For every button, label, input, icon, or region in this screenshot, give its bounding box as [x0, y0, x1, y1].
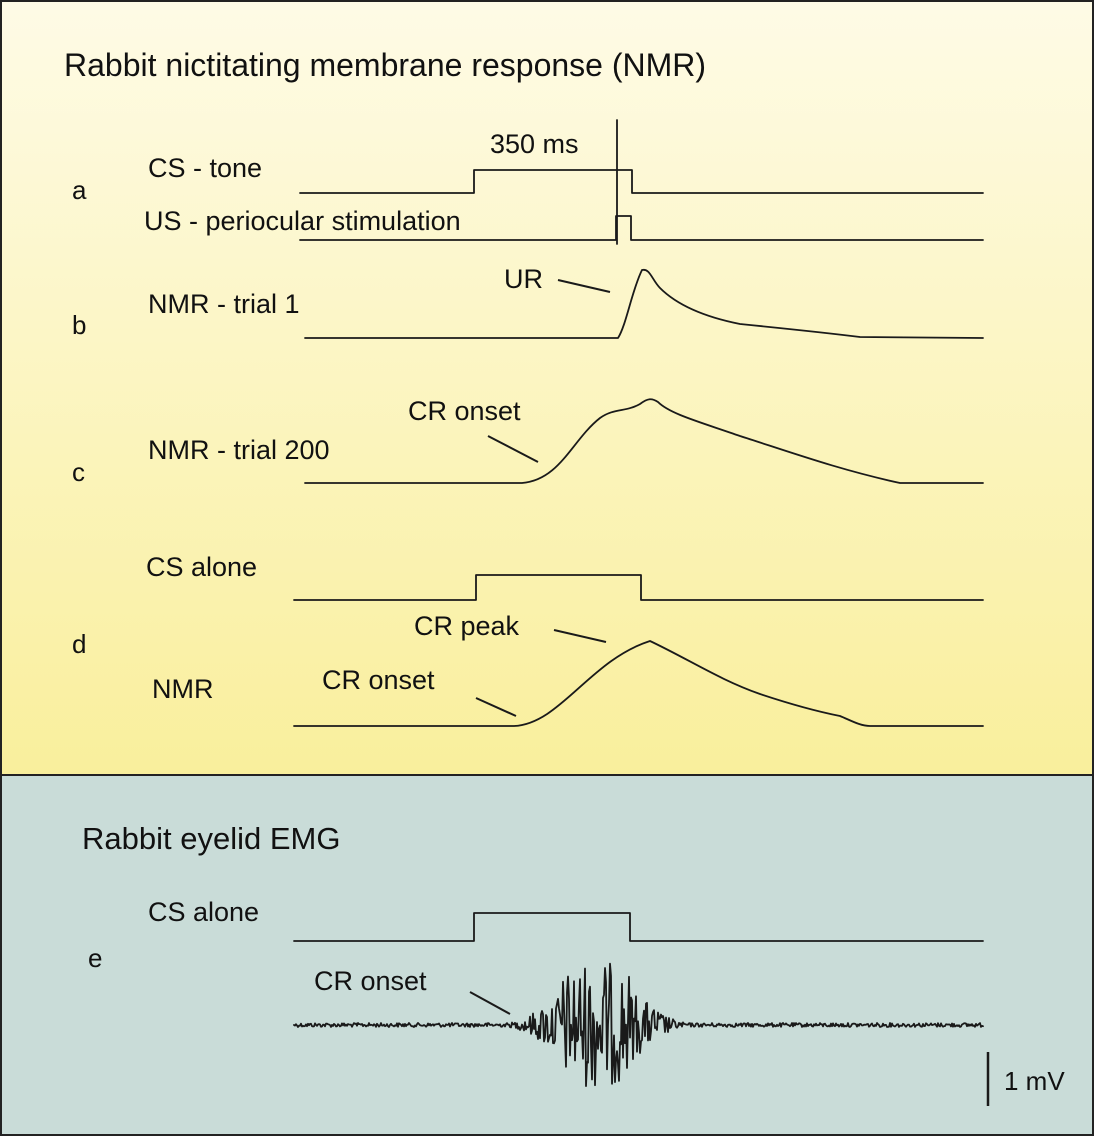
cr-onset-leader-d — [475, 697, 517, 717]
row-letter-b: b — [72, 310, 86, 340]
cr-onset-annotation-e: CR onset — [314, 966, 427, 996]
cs-tone-label: CS - tone — [148, 153, 262, 183]
emg-panel-title: Rabbit eyelid EMG — [82, 821, 340, 856]
nmr-trial1-trace — [304, 268, 984, 339]
cs-alone-label-d: CS alone — [146, 552, 257, 582]
row-letter-d: d — [72, 629, 86, 659]
row-letter-a: a — [72, 175, 87, 205]
nmr-label-d: NMR — [152, 674, 214, 704]
cs-alone-trace-d — [293, 574, 984, 601]
nmr-cs-alone-trace — [293, 640, 984, 727]
emg-trace — [293, 962, 984, 1087]
cr-onset-annotation-d: CR onset — [322, 665, 435, 695]
emg-panel — [0, 774, 1094, 1136]
nmr-panel-title: Rabbit nictitating membrane response (NM… — [64, 47, 706, 83]
us-stim-label: US - periocular stimulation — [144, 206, 461, 236]
cr-onset-annotation-c: CR onset — [408, 396, 521, 426]
cr-onset-leader-c — [487, 435, 539, 463]
row-letter-c: c — [72, 457, 85, 487]
row-letter-e: e — [88, 943, 102, 973]
interval-label: 350 ms — [490, 129, 579, 159]
scale-bar-label: 1 mV — [1004, 1066, 1065, 1096]
cr-onset-leader-e — [469, 991, 511, 1015]
nmr-panel — [0, 0, 1094, 776]
cs-alone-label-e: CS alone — [148, 897, 259, 927]
nmr-trial1-label: NMR - trial 1 — [148, 289, 300, 319]
ur-annotation: UR — [504, 264, 543, 294]
us-stim-trace — [299, 215, 984, 241]
cs-alone-trace-e — [293, 912, 984, 942]
nmr-trial200-label: NMR - trial 200 — [148, 435, 330, 465]
nmr-trial200-trace — [304, 398, 984, 484]
cr-peak-leader — [553, 629, 607, 643]
cr-peak-annotation: CR peak — [414, 611, 520, 641]
ur-leader-line — [557, 279, 611, 293]
cs-tone-trace — [299, 169, 984, 194]
